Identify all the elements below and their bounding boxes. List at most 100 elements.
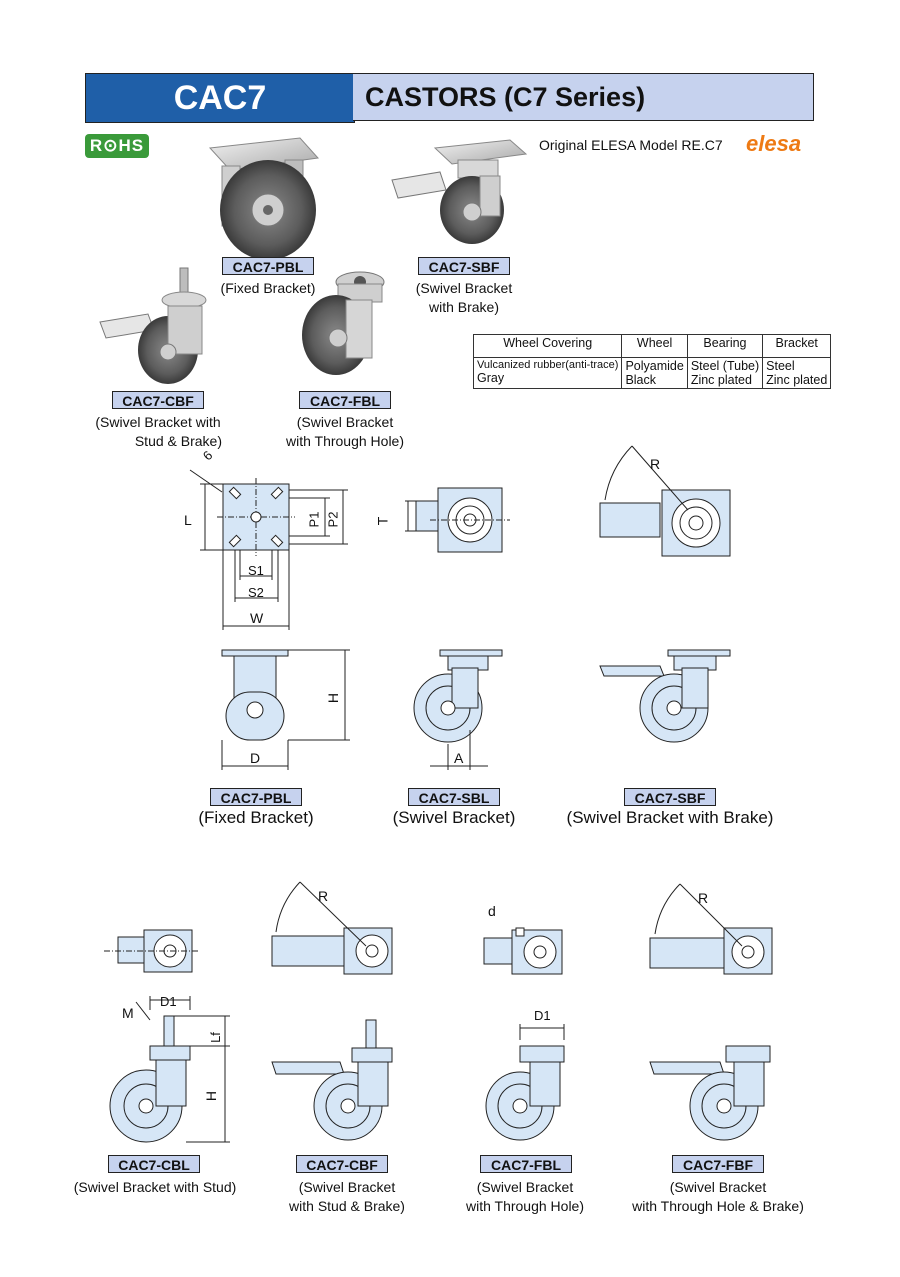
drawing-caption-cbl: (Swivel Bracket with Stud) bbox=[72, 1178, 238, 1197]
caption-line: (Fixed Bracket) bbox=[220, 280, 316, 296]
drawing-cbl-top bbox=[104, 929, 200, 973]
photo-fbl bbox=[302, 271, 385, 375]
caption-line: with Stud & Brake) bbox=[289, 1198, 405, 1214]
col-header: Wheel Covering bbox=[472, 334, 623, 358]
table-cell: Polyamide Black bbox=[621, 357, 688, 389]
cell-line: Polyamide bbox=[625, 359, 684, 373]
dim-label-lf: Lf bbox=[207, 1032, 223, 1043]
photo-tag-pbl: CAC7-PBL bbox=[222, 257, 314, 275]
dim-label-p1: P1 bbox=[306, 511, 322, 528]
drawing-caption-fbl: (Swivel Bracket with Through Hole) bbox=[455, 1178, 595, 1216]
caption-line: (Swivel Bracket with Stud) bbox=[73, 1179, 237, 1195]
drawing-sbl-top bbox=[405, 487, 510, 553]
drawing-tag-sbf: CAC7-SBF bbox=[624, 788, 716, 806]
photo-pbl bbox=[208, 137, 320, 260]
technical-drawings-row2 bbox=[104, 881, 773, 1143]
dim-label-m: M bbox=[122, 1005, 134, 1021]
caption-line: with Brake) bbox=[428, 299, 500, 315]
dim-label-d: D bbox=[250, 750, 261, 766]
photo-tag-sbf: CAC7-SBF bbox=[418, 257, 510, 275]
caption-line: (Swivel Bracket bbox=[669, 1179, 767, 1195]
drawing-caption-sbf: (Swivel Bracket with Brake) bbox=[566, 808, 774, 827]
table-cell: Steel (Tube) Zinc plated bbox=[686, 357, 764, 389]
drawing-cbl-side bbox=[109, 996, 230, 1143]
cell-line: Steel (Tube) bbox=[690, 359, 760, 373]
dim-label-h: H bbox=[325, 692, 342, 704]
drawing-fbf-top bbox=[649, 883, 773, 975]
drawing-cbf-top bbox=[271, 881, 393, 975]
drawing-caption-cbf: (Swivel Bracket with Stud & Brake) bbox=[276, 1178, 418, 1216]
col-header: Wheel bbox=[621, 334, 688, 358]
dim-label-p2: P2 bbox=[325, 511, 341, 528]
dim-label-w: W bbox=[250, 610, 264, 626]
caption-line: (Swivel Bracket bbox=[476, 1179, 574, 1195]
drawing-tag-cbl: CAC7-CBL bbox=[108, 1155, 200, 1173]
product-code: CAC7 bbox=[85, 73, 355, 123]
cell-line: Gray bbox=[477, 371, 505, 385]
dim-label-l: L bbox=[184, 512, 192, 528]
caption-line: with Through Hole & Brake) bbox=[632, 1198, 804, 1214]
elesa-logo: elesa bbox=[746, 131, 802, 156]
dim-label-s2: S2 bbox=[248, 585, 264, 600]
table-cell: Steel Zinc plated bbox=[762, 357, 832, 389]
page-title: CASTORS (C7 Series) bbox=[353, 73, 814, 121]
photo-tag-cbf: CAC7-CBF bbox=[112, 391, 204, 409]
cell-line: Zinc plated bbox=[690, 373, 752, 387]
table-cell: Vulcanized rubber(anti-trace) Gray bbox=[472, 357, 623, 389]
dim-label-d1: D1 bbox=[160, 994, 177, 1009]
drawing-fbl-side bbox=[485, 1024, 565, 1141]
photo-caption-fbl: (Swivel Bracket with Through Hole) bbox=[276, 413, 414, 451]
drawing-tag-fbl: CAC7-FBL bbox=[480, 1155, 572, 1173]
origin-text: Original ELESA Model RE.C7 bbox=[539, 137, 723, 153]
photo-cbf bbox=[99, 267, 207, 384]
photo-tag-fbl: CAC7-FBL bbox=[299, 391, 391, 409]
drawing-sbf-side bbox=[599, 649, 731, 743]
photo-caption-pbl: (Fixed Bracket) bbox=[200, 279, 336, 298]
cell-line: Steel bbox=[766, 359, 795, 373]
photo-sbf bbox=[391, 139, 528, 244]
caption-line: (Swivel Bracket bbox=[298, 1179, 396, 1195]
dim-label-small-d: d bbox=[488, 903, 496, 919]
dim-label-r: R bbox=[650, 456, 661, 472]
dim-label-a: A bbox=[454, 750, 464, 766]
dim-label-d1-fbl: D1 bbox=[534, 1008, 551, 1023]
rohs-badge: R⊙HS bbox=[85, 134, 149, 158]
technical-drawings-row1 bbox=[189, 445, 731, 770]
drawing-sbf-top bbox=[599, 445, 731, 557]
cell-line: Zinc plated bbox=[766, 373, 828, 387]
photo-caption-sbf: (Swivel Bracket with Brake) bbox=[400, 279, 528, 317]
drawing-pbl-side bbox=[221, 649, 350, 770]
table-header-row: Wheel Covering Wheel Bearing Bracket bbox=[472, 334, 832, 358]
photo-caption-cbf: (Swivel Bracket with Stud & Brake) bbox=[84, 413, 232, 451]
dim-label-r3: R bbox=[698, 890, 709, 906]
drawing-tag-sbl: CAC7-SBL bbox=[408, 788, 500, 806]
drawing-fbf-side bbox=[649, 1045, 771, 1141]
caption-line: with Through Hole) bbox=[285, 433, 405, 449]
drawing-caption-fbf: (Swivel Bracket with Through Hole & Brak… bbox=[626, 1178, 810, 1216]
cell-line: Vulcanized rubber(anti-trace) bbox=[477, 359, 619, 371]
cell-line: Black bbox=[625, 373, 657, 387]
dim-label-r2: R bbox=[318, 888, 329, 904]
drawing-tag-fbf: CAC7-FBF bbox=[672, 1155, 764, 1173]
drawing-tag-pbl: CAC7-PBL bbox=[210, 788, 302, 806]
col-header: Bracket bbox=[762, 334, 832, 358]
drawing-fbl-top bbox=[483, 927, 563, 975]
caption-line: Stud & Brake) bbox=[134, 433, 222, 449]
drawing-sbl-side bbox=[413, 649, 503, 770]
product-photos bbox=[99, 137, 528, 384]
caption-line: (Swivel Bracket bbox=[415, 280, 513, 296]
dim-label-h2: H bbox=[203, 1090, 220, 1102]
drawing-caption-pbl: (Fixed Bracket) bbox=[198, 808, 314, 827]
dim-label-s1: S1 bbox=[248, 563, 264, 578]
drawing-pbl-top bbox=[189, 469, 348, 630]
drawing-cbf-side bbox=[271, 1019, 393, 1141]
caption-line: (Swivel Bracket with bbox=[95, 414, 221, 430]
drawing-caption-sbl: (Swivel Bracket) bbox=[392, 808, 516, 827]
table-row: Vulcanized rubber(anti-trace) Gray Polya… bbox=[472, 357, 832, 389]
spec-table: Wheel Covering Wheel Bearing Bracket Vul… bbox=[472, 334, 832, 389]
caption-line: with Through Hole) bbox=[465, 1198, 585, 1214]
col-header: Bearing bbox=[686, 334, 764, 358]
caption-line: (Swivel Bracket bbox=[296, 414, 394, 430]
dim-label-t: T bbox=[374, 516, 391, 526]
drawing-tag-cbf: CAC7-CBF bbox=[296, 1155, 388, 1173]
